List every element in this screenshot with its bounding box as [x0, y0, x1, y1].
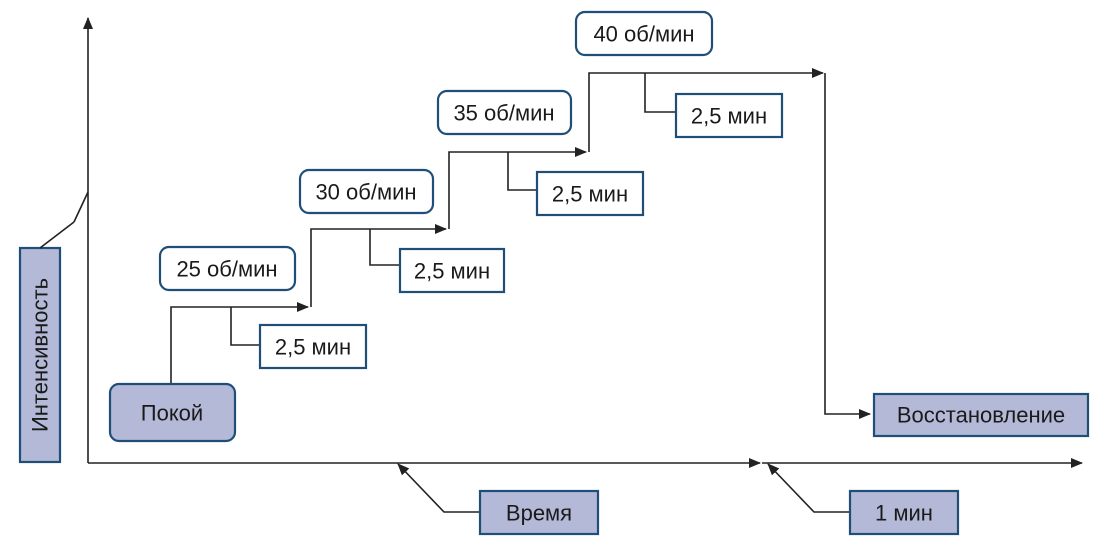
duration-leader-3: [507, 152, 537, 191]
intensity-step-4: [588, 68, 824, 152]
y-axis-label: Интенсивность: [28, 278, 53, 432]
time-label-box: Время: [478, 489, 600, 536]
duration-label-1: 2,5 мин: [275, 335, 351, 360]
intensity-step-2: [310, 224, 447, 307]
duration-leader-2: [369, 229, 400, 266]
duration-box-1: 2,5 мин: [258, 323, 368, 370]
time-label-leader: [397, 463, 480, 513]
recovery-box: Восстановление: [872, 392, 1090, 438]
speed-box-1: 25 об/мин: [158, 245, 297, 292]
speed-label-1: 25 об/мин: [176, 257, 277, 282]
recovery-duration-label: 1 мин: [875, 501, 933, 526]
speed-box-4: 40 об/мин: [574, 10, 714, 57]
recovery-duration-box: 1 мин: [848, 489, 960, 536]
y-axis-label-box: Интенсивность: [18, 246, 62, 464]
speed-label-3: 35 об/мин: [453, 101, 554, 126]
duration-label-4: 2,5 мин: [691, 104, 767, 129]
duration-leader-1: [230, 307, 260, 346]
y-axis-label-leader-2: [73, 191, 89, 223]
recovery-drop: [824, 73, 871, 419]
y-axis-label-leader: [39, 221, 75, 249]
speed-label-4: 40 об/мин: [593, 22, 694, 47]
duration-box-2: 2,5 мин: [398, 247, 506, 294]
speed-label-2: 30 об/мин: [315, 180, 416, 205]
speed-box-2: 30 об/мин: [298, 168, 435, 215]
duration-label-2: 2,5 мин: [414, 259, 490, 284]
duration-box-4: 2,5 мин: [674, 92, 784, 139]
intensity-step-1: [170, 302, 309, 383]
speed-box-3: 35 об/мин: [436, 89, 573, 136]
x-axis-label: Время: [506, 501, 572, 526]
rest-box: Покой: [108, 382, 237, 443]
duration-label-3: 2,5 мин: [552, 182, 628, 207]
recovery-duration-leader: [767, 463, 850, 513]
duration-box-3: 2,5 мин: [535, 170, 645, 217]
recovery-label: Восстановление: [897, 403, 1065, 428]
intensity-step-3: [448, 147, 587, 229]
duration-leader-4: [644, 73, 676, 113]
rest-label: Покой: [141, 401, 203, 426]
